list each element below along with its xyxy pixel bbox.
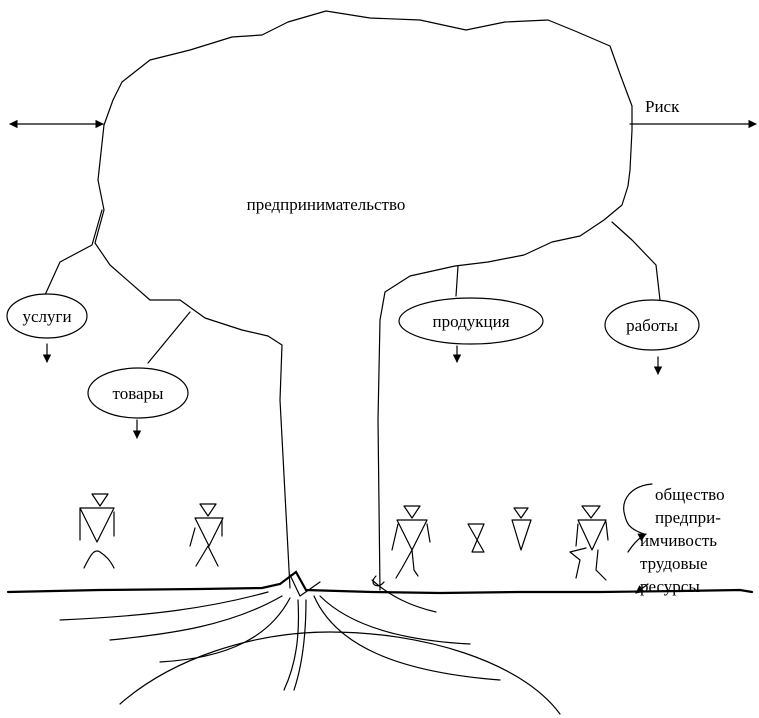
root-4 (283, 599, 300, 691)
root-9 (371, 579, 437, 613)
works-oval (604, 299, 700, 351)
society-label: общество (655, 485, 725, 504)
figure-6 (569, 505, 609, 581)
root-6 (313, 595, 501, 681)
products-oval (398, 297, 544, 345)
root-2 (109, 595, 283, 641)
root-3 (159, 597, 291, 663)
root-8 (289, 574, 321, 597)
enterprise-label-line1: предпри- (655, 508, 721, 527)
earth-arc (119, 631, 561, 715)
root-1 (59, 591, 269, 621)
figure-5 (511, 507, 532, 551)
branch-to-works (611, 221, 661, 301)
figure-3 (391, 505, 431, 579)
enterprise-label-line2: имчивость (640, 531, 717, 550)
enterprise-pointer (627, 533, 647, 553)
figure-1 (79, 493, 115, 569)
root-5 (293, 599, 307, 691)
crown-outline (94, 10, 633, 591)
labor-label-line2: ресурсы (640, 577, 700, 596)
society-brace (623, 483, 653, 535)
figure-2 (189, 503, 224, 567)
goods-oval (87, 367, 189, 419)
services-label: услуги (22, 307, 71, 326)
root-10 (372, 575, 385, 587)
branch-to-services (44, 209, 103, 296)
branch-to-goods (147, 311, 191, 364)
goods-label: товары (113, 384, 165, 403)
branch-to-products (455, 265, 459, 297)
diagram-title: предпринимательство (247, 195, 406, 214)
risk-label: Риск (645, 97, 680, 116)
products-label: продукция (432, 312, 509, 331)
services-oval (6, 293, 88, 339)
works-label: работы (626, 316, 678, 335)
root-7 (319, 595, 471, 645)
ground-line (6, 570, 754, 595)
figure-4 (467, 523, 485, 553)
labor-label-line1: трудовые (640, 554, 708, 573)
